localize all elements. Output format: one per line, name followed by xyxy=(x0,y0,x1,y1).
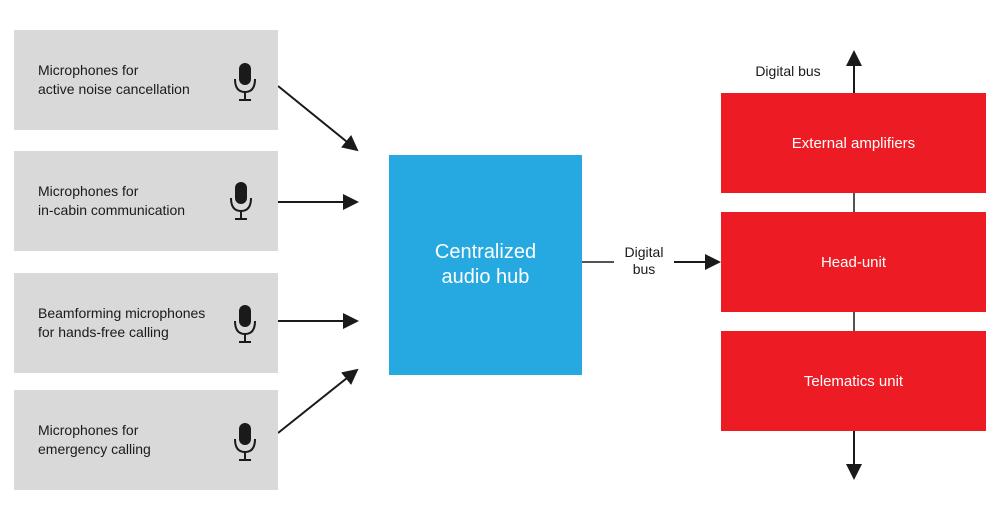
microphone-icon xyxy=(232,422,258,462)
microphone-icon xyxy=(232,62,258,102)
input-label: Microphones for emergency calling xyxy=(38,422,151,457)
input-box-ecall: Microphones for emergency calling xyxy=(14,390,278,490)
hub-bus-label: Digital bus xyxy=(624,244,664,277)
input-box-anc: Microphones for active noise cancellatio… xyxy=(14,30,278,130)
output-telematics-unit: Telematics unit xyxy=(721,331,986,431)
input-label: Microphones for active noise cancellatio… xyxy=(38,62,190,97)
microphone-icon xyxy=(232,304,258,344)
input-box-beamforming: Beamforming microphones for hands-free c… xyxy=(14,273,278,373)
top-bus-label: Digital bus xyxy=(755,63,821,79)
centralized-audio-hub: Centralized audio hub xyxy=(389,155,582,375)
output-external-amplifiers: External amplifiers xyxy=(721,93,986,193)
input-label: Beamforming microphones for hands-free c… xyxy=(38,305,206,340)
microphone-icon xyxy=(228,181,254,221)
input-label: Microphones for in-cabin communication xyxy=(38,183,186,218)
arrow-ecall-to-hub xyxy=(277,368,359,434)
output-head-unit: Head-unit xyxy=(721,212,986,312)
input-box-icc: Microphones for in-cabin communication xyxy=(14,151,278,251)
arrow-anc-to-hub xyxy=(277,85,359,152)
